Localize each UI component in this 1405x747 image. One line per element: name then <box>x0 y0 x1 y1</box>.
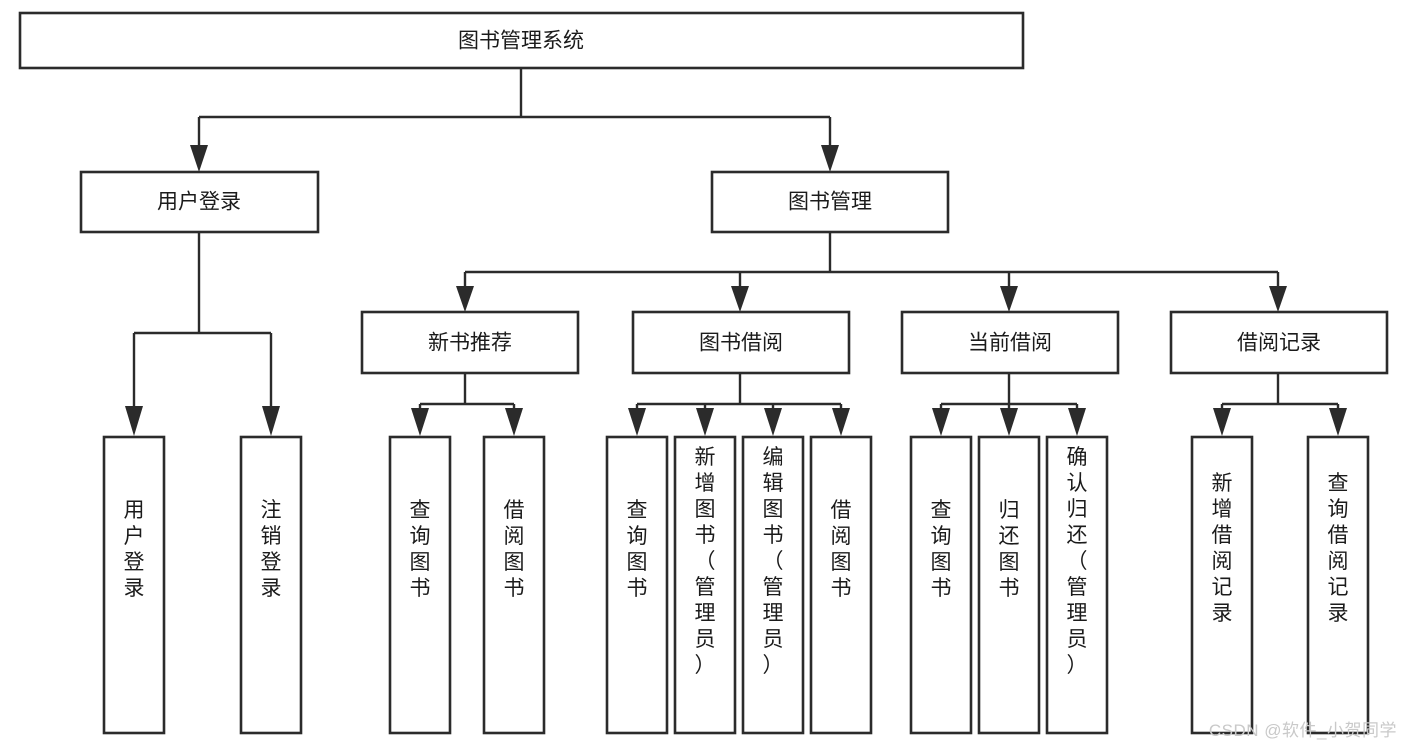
node-leaf-borrow-book-1[interactable]: 借阅图书 <box>482 435 546 735</box>
node-current-borrow-label: 当前借阅 <box>968 332 1052 355</box>
arrow-leaf-logout <box>262 406 280 436</box>
node-leaf-query-book-3-box[interactable] <box>909 435 973 735</box>
node-leaf-logout-label: 注销登录 <box>261 499 282 600</box>
arrow-leaf-return-book <box>1000 408 1018 436</box>
node-leaf-query-book-2-box[interactable] <box>605 435 669 735</box>
node-leaf-borrow-book-2[interactable]: 借阅图书 <box>809 435 873 735</box>
node-leaf-borrow-book-2-box[interactable] <box>809 435 873 735</box>
node-borrow-record[interactable]: 借阅记录 <box>1169 310 1389 375</box>
node-leaf-query-record-label: 查询借阅记录 <box>1328 472 1349 625</box>
node-leaf-confirm-return[interactable]: 确认归还（管理员） <box>1045 435 1109 735</box>
node-leaf-user-login-label: 用户登录 <box>124 499 145 600</box>
node-leaf-query-record[interactable]: 查询借阅记录 <box>1306 435 1370 735</box>
arrow-to-book-borrow <box>731 286 749 312</box>
node-leaf-query-book-1-label: 查询图书 <box>410 499 431 600</box>
connector-layer <box>125 68 1347 436</box>
node-book-manage-box[interactable] <box>710 170 950 234</box>
node-leaf-borrow-book-1-box[interactable] <box>482 435 546 735</box>
arrow-leaf-query-record <box>1329 408 1347 436</box>
node-book-borrow[interactable]: 图书借阅 <box>631 310 851 375</box>
arrow-leaf-query-book-1 <box>411 408 429 436</box>
node-leaf-edit-book[interactable]: 编辑图书（管理员） <box>741 435 805 735</box>
node-leaf-confirm-return-label: 确认归还（管理员） <box>1067 446 1088 677</box>
node-leaf-return-book[interactable]: 归还图书 <box>977 435 1041 735</box>
arrow-leaf-query-book-3 <box>932 408 950 436</box>
node-leaf-query-book-1[interactable]: 查询图书 <box>388 435 452 735</box>
node-leaf-user-login[interactable]: 用户登录 <box>102 435 166 735</box>
node-user-login-label: 用户登录 <box>157 191 241 214</box>
arrow-leaf-add-book <box>696 408 714 436</box>
csdn-watermark: CSDN @软件_小贺同学 <box>1208 721 1397 740</box>
node-book-manage-label: 图书管理 <box>788 191 872 214</box>
arrow-leaf-edit-book <box>764 408 782 436</box>
node-leaf-return-book-box[interactable] <box>977 435 1041 735</box>
node-leaf-query-record-box[interactable] <box>1306 435 1370 735</box>
node-leaf-add-book-label: 新增图书（管理员） <box>695 446 716 677</box>
node-root[interactable]: 图书管理系统 <box>18 11 1025 70</box>
node-leaf-logout[interactable]: 注销登录 <box>239 435 303 735</box>
arrow-leaf-user-login <box>125 406 143 436</box>
node-leaf-query-book-2[interactable]: 查询图书 <box>605 435 669 735</box>
arrow-to-new-book-recommend <box>456 286 474 312</box>
node-leaf-confirm-return-box[interactable] <box>1045 435 1109 735</box>
node-leaf-borrow-book-1-label: 借阅图书 <box>504 499 525 600</box>
arrow-leaf-confirm-return <box>1068 408 1086 436</box>
arrow-leaf-borrow-book-2 <box>832 408 850 436</box>
arrow-to-user-login <box>190 145 208 172</box>
node-new-book-recommend-box[interactable] <box>360 310 580 375</box>
node-leaf-query-book-3-label: 查询图书 <box>931 499 952 600</box>
node-user-login-box[interactable] <box>79 170 320 234</box>
arrow-leaf-borrow-book-1 <box>505 408 523 436</box>
node-book-manage[interactable]: 图书管理 <box>710 170 950 234</box>
node-current-borrow-box[interactable] <box>900 310 1120 375</box>
node-book-borrow-box[interactable] <box>631 310 851 375</box>
node-leaf-add-book[interactable]: 新增图书（管理员） <box>673 435 737 735</box>
node-root-label: 图书管理系统 <box>458 30 584 53</box>
leaf-row: 用户登录 注销登录 查询图书 借阅图书 查询图书 新增图书（管理员） <box>102 435 1370 735</box>
node-current-borrow[interactable]: 当前借阅 <box>900 310 1120 375</box>
node-leaf-user-login-box[interactable] <box>102 435 166 735</box>
node-book-borrow-label: 图书借阅 <box>699 332 783 355</box>
arrow-leaf-add-record <box>1213 408 1231 436</box>
node-leaf-add-record[interactable]: 新增借阅记录 <box>1190 435 1254 735</box>
node-leaf-add-book-box[interactable] <box>673 435 737 735</box>
node-borrow-record-box[interactable] <box>1169 310 1389 375</box>
node-leaf-query-book-2-label: 查询图书 <box>627 499 648 600</box>
node-new-book-recommend-label: 新书推荐 <box>428 332 512 355</box>
arrow-to-book-manage <box>821 145 839 172</box>
node-leaf-borrow-book-2-label: 借阅图书 <box>831 499 852 600</box>
node-leaf-edit-book-label: 编辑图书（管理员） <box>763 446 784 677</box>
node-new-book-recommend[interactable]: 新书推荐 <box>360 310 580 375</box>
node-leaf-return-book-label: 归还图书 <box>999 499 1020 600</box>
node-leaf-edit-book-box[interactable] <box>741 435 805 735</box>
node-leaf-add-record-box[interactable] <box>1190 435 1254 735</box>
node-leaf-query-book-1-box[interactable] <box>388 435 452 735</box>
node-leaf-query-book-3[interactable]: 查询图书 <box>909 435 973 735</box>
node-root-box[interactable] <box>18 11 1025 70</box>
node-user-login[interactable]: 用户登录 <box>79 170 320 234</box>
arrow-to-borrow-record <box>1269 286 1287 312</box>
node-leaf-logout-box[interactable] <box>239 435 303 735</box>
node-leaf-add-record-label: 新增借阅记录 <box>1212 472 1233 625</box>
node-borrow-record-label: 借阅记录 <box>1237 332 1321 355</box>
arrow-leaf-query-book-2 <box>628 408 646 436</box>
arrow-to-current-borrow <box>1000 286 1018 312</box>
